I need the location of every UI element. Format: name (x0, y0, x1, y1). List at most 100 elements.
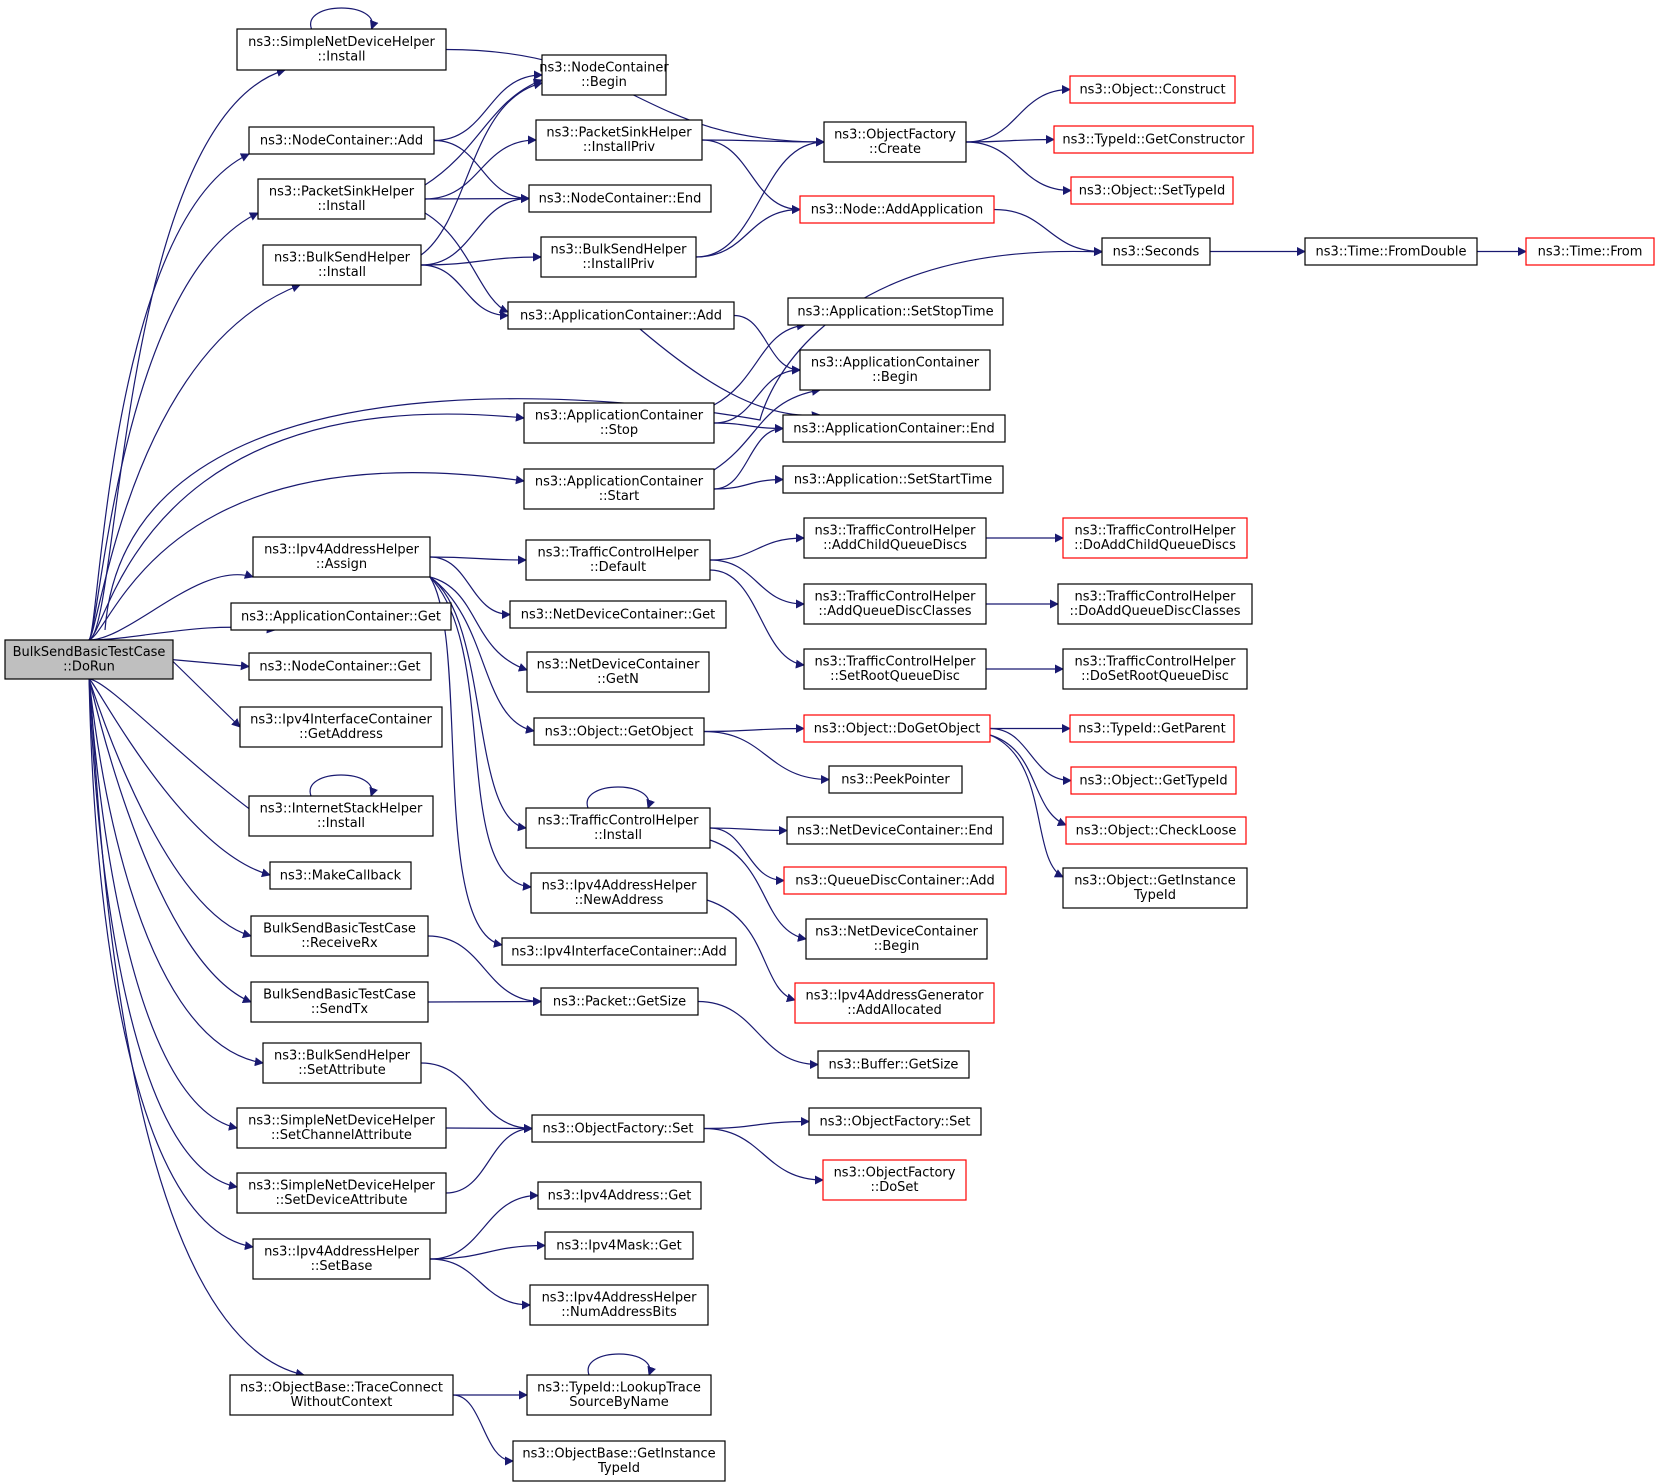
node-obj-checkloose[interactable]: ns3::Object::CheckLoose (1065, 816, 1247, 845)
node-ish-install[interactable]: ns3::InternetStackHelper::Install (248, 795, 434, 837)
node-label: ns3::BulkSendHelper (274, 251, 411, 266)
node-of-set-top[interactable]: ns3::ObjectFactory::Set (808, 1107, 982, 1136)
node-nc-begin[interactable]: ns3::NodeContainer::Begin (539, 54, 669, 96)
node-app-setstop[interactable]: ns3::Application::SetStopTime (787, 297, 1004, 326)
node-app-setstart[interactable]: ns3::Application::SetStartTime (782, 465, 1004, 494)
node-label: ::SendTx (311, 1002, 368, 1017)
node-bsh-installpriv[interactable]: ns3::BulkSendHelper::InstallPriv (540, 236, 697, 278)
edge-tch_install-to-ndc_begin (709, 839, 807, 942)
node-label: ns3::NetDeviceContainer (537, 658, 701, 673)
node-iic-getaddress[interactable]: ns3::Ipv4InterfaceContainer::GetAddress (239, 706, 443, 748)
node-box (1062, 517, 1248, 559)
node-tch-addchild[interactable]: ns3::TrafficControlHelper::AddChildQueue… (803, 517, 987, 559)
edge-bsh_installpriv-to-of_create (695, 137, 825, 258)
node-time-fromdouble[interactable]: ns3::Time::FromDouble (1304, 237, 1478, 266)
node-nc-get[interactable]: ns3::NodeContainer::Get (248, 652, 432, 681)
node-ndc-getn[interactable]: ns3::NetDeviceContainer::GetN (526, 651, 710, 693)
node-iah-numaddressbits[interactable]: ns3::Ipv4AddressHelper::NumAddressBits (529, 1284, 709, 1326)
node-iic-add[interactable]: ns3::Ipv4InterfaceContainer::Add (501, 937, 737, 966)
node-obj-construct[interactable]: ns3::Object::Construct (1069, 75, 1236, 104)
node-label: ns3::NetDeviceContainer::Get (521, 607, 716, 622)
node-label: ns3::ObjectBase::GetInstance (522, 1447, 715, 1462)
node-packet-getsize[interactable]: ns3::Packet::GetSize (540, 987, 699, 1016)
edge-bsh_installpriv-to-node_addapp (695, 205, 801, 258)
node-ndc-end[interactable]: ns3::NetDeviceContainer::End (786, 816, 1004, 845)
node-buffer-getsize[interactable]: ns3::Buffer::GetSize (817, 1050, 970, 1079)
node-label: WithoutContext (291, 1395, 393, 1410)
node-sndh-install[interactable]: ns3::SimpleNetDeviceHelper::Install (236, 28, 447, 71)
edge-root-to-bsbtc_receiverx (88, 678, 252, 939)
node-ac-get[interactable]: ns3::ApplicationContainer::Get (230, 602, 452, 631)
node-sndh-setchannelattr[interactable]: ns3::SimpleNetDeviceHelper::SetChannelAt… (236, 1107, 447, 1149)
node-iah-assign[interactable]: ns3::Ipv4AddressHelper::Assign (252, 536, 431, 578)
node-peekpointer[interactable]: ns3::PeekPointer (828, 765, 963, 794)
node-ac-begin[interactable]: ns3::ApplicationContainer::Begin (799, 349, 991, 391)
node-tid-getctor[interactable]: ns3::TypeId::GetConstructor (1053, 125, 1254, 154)
node-label: ns3::TrafficControlHelper (814, 524, 976, 539)
node-box (262, 1042, 422, 1084)
node-label: ns3::SimpleNetDeviceHelper (248, 1114, 435, 1129)
edge-root-to-sndh_setchannelattr (88, 678, 238, 1131)
node-tch-addqdclasses[interactable]: ns3::TrafficControlHelper::AddQueueDiscC… (803, 583, 987, 625)
node-time-from[interactable]: ns3::Time::From (1525, 237, 1655, 266)
node-bsbtc-sendtx[interactable]: BulkSendBasicTestCase::SendTx (250, 981, 429, 1023)
node-tch-doaddchild[interactable]: ns3::TrafficControlHelper::DoAddChildQue… (1062, 517, 1248, 559)
node-obj-getobject[interactable]: ns3::Object::GetObject (533, 717, 705, 746)
node-obj-dogetobject[interactable]: ns3::Object::DoGetObject (803, 714, 991, 743)
node-nc-end[interactable]: ns3::NodeContainer::End (528, 184, 712, 213)
node-label: ::Stop (600, 423, 638, 438)
node-box (248, 652, 432, 681)
node-obj-settypeid[interactable]: ns3::Object::SetTypeId (1070, 176, 1234, 205)
node-ndc-begin[interactable]: ns3::NetDeviceContainer::Begin (805, 918, 988, 960)
node-of-set[interactable]: ns3::ObjectFactory::Set (531, 1114, 705, 1143)
node-node-addapp[interactable]: ns3::Node::AddApplication (799, 195, 995, 224)
node-tch-install[interactable]: ns3::TrafficControlHelper::Install (525, 807, 711, 849)
node-nc-add[interactable]: ns3::NodeContainer::Add (248, 126, 435, 155)
node-ac-end[interactable]: ns3::ApplicationContainer::End (782, 414, 1006, 443)
node-ac-stop[interactable]: ns3::ApplicationContainer::Stop (523, 402, 715, 444)
node-of-create[interactable]: ns3::ObjectFactory::Create (823, 121, 967, 163)
node-ob-traceconnect[interactable]: ns3::ObjectBase::TraceConnectWithoutCont… (229, 1374, 454, 1416)
node-bsh-setattribute[interactable]: ns3::BulkSendHelper::SetAttribute (262, 1042, 422, 1084)
node-label: ns3::Object::SetTypeId (1079, 183, 1225, 198)
node-box (803, 714, 991, 743)
node-sndh-setdeviceattr[interactable]: ns3::SimpleNetDeviceHelper::SetDeviceAtt… (236, 1172, 447, 1214)
node-makecallback[interactable]: ns3::MakeCallback (269, 861, 412, 890)
edge-iah_assign-to-obj_getobject (429, 576, 535, 734)
node-iah-newaddress[interactable]: ns3::Ipv4AddressHelper::NewAddress (530, 872, 708, 914)
node-seconds[interactable]: ns3::Seconds (1101, 237, 1211, 266)
edge-psh_install-to-nc_end (424, 194, 530, 204)
node-iah-setbase[interactable]: ns3::Ipv4AddressHelper::SetBase (252, 1238, 431, 1280)
node-tch-default[interactable]: ns3::TrafficControlHelper::Default (525, 539, 711, 581)
node-label: ::Assign (316, 557, 367, 572)
node-label: ns3::Object::DoGetObject (814, 721, 981, 736)
node-obj-gettypeid[interactable]: ns3::Object::GetTypeId (1070, 766, 1237, 795)
node-box (531, 1114, 705, 1143)
node-bsh-install[interactable]: ns3::BulkSendHelper::Install (262, 244, 422, 286)
node-psh-installpriv[interactable]: ns3::PacketSinkHelper::InstallPriv (535, 119, 703, 161)
node-box (239, 706, 443, 748)
node-ac-add[interactable]: ns3::ApplicationContainer::Add (507, 301, 735, 330)
node-tch-doaddqdclasses[interactable]: ns3::TrafficControlHelper::DoAddQueueDis… (1057, 583, 1253, 625)
node-of-doset[interactable]: ns3::ObjectFactory::DoSet (822, 1159, 967, 1201)
node-tch-dosetroot[interactable]: ns3::TrafficControlHelper::DoSetRootQueu… (1062, 648, 1248, 690)
node-label: ::DoSet (870, 1180, 918, 1195)
edge-iah_assign-to-tch_install (429, 576, 527, 832)
node-box (509, 600, 727, 629)
node-ac-start[interactable]: ns3::ApplicationContainer::Start (523, 468, 715, 510)
node-bsbtc-receiverx[interactable]: BulkSendBasicTestCase::ReceiveRx (250, 915, 429, 957)
node-psh-install[interactable]: ns3::PacketSinkHelper::Install (257, 178, 426, 220)
node-qdc-add[interactable]: ns3::QueueDiscContainer::Add (783, 866, 1007, 895)
node-tch-setroot[interactable]: ns3::TrafficControlHelper::SetRootQueueD… (803, 648, 987, 690)
nodes-layer: BulkSendBasicTestCase::DoRunns3::SimpleN… (4, 28, 1655, 1482)
node-root[interactable]: BulkSendBasicTestCase::DoRun (4, 639, 174, 680)
node-ipv4addr-get[interactable]: ns3::Ipv4Address::Get (537, 1181, 702, 1210)
node-ndc-get[interactable]: ns3::NetDeviceContainer::Get (509, 600, 727, 629)
node-tid-getparent[interactable]: ns3::TypeId::GetParent (1069, 714, 1235, 743)
node-ipv4mask-get[interactable]: ns3::Ipv4Mask::Get (544, 1231, 694, 1260)
node-box (540, 236, 697, 278)
node-iag-addallocated[interactable]: ns3::Ipv4AddressGenerator::AddAllocated (794, 982, 995, 1024)
